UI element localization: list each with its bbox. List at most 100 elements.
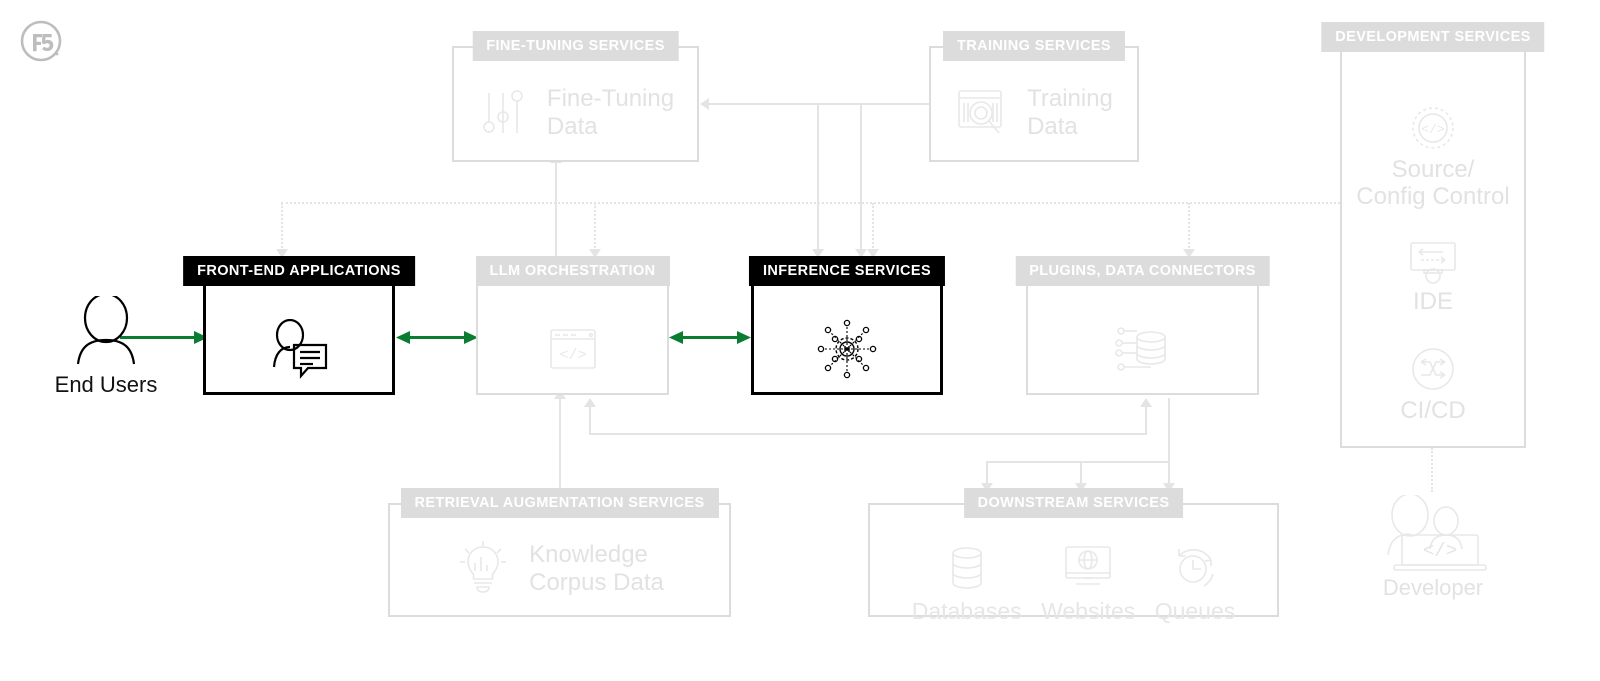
line-downstream-b — [1080, 461, 1082, 485]
llm-body: </> — [476, 302, 669, 395]
retrieval-body: Knowledge Corpus Data — [388, 521, 731, 617]
node-retrieval-augmentation-services[interactable]: RETRIEVAL AUGMENTATION SERVICES Knowledg… — [388, 488, 731, 617]
dotted-drop-inference — [872, 203, 874, 251]
green-arrow-llm-inference — [669, 331, 751, 344]
arrowhead-llm-from-plugins — [584, 398, 596, 407]
user-chat-icon — [272, 318, 328, 379]
line-llm-retrieval — [559, 398, 561, 490]
clock-refresh-icon — [1178, 548, 1214, 587]
retrieval-header: RETRIEVAL AUGMENTATION SERVICES — [400, 488, 719, 518]
fine-tuning-label: Fine-Tuning Data — [546, 85, 675, 140]
arrowhead-plugins-dotted — [1183, 249, 1195, 258]
dotted-drop-plugins — [1188, 203, 1190, 251]
developer-actor: </> Developer — [1338, 495, 1528, 601]
lightbulb-chart-icon — [460, 541, 507, 593]
dotted-drop-frontend — [281, 203, 283, 251]
downstream-item-websites-label: Websites — [1041, 597, 1136, 624]
line-downstream-bus — [986, 461, 1170, 463]
ide-icon — [1410, 242, 1456, 284]
person-icon — [76, 296, 136, 365]
gear-code-icon: </> — [1412, 107, 1454, 149]
node-llm-orchestration[interactable]: LLM ORCHESTRATION </> — [475, 256, 670, 395]
green-arrow-enduser-to-frontend — [120, 331, 208, 344]
arrowhead-plugins-up — [1140, 398, 1152, 407]
training-header: TRAINING SERVICES — [943, 31, 1125, 61]
line-training-down — [860, 103, 862, 251]
dev-item-cicd-label: CI/CD — [1400, 397, 1466, 424]
line-finetuning-branch-down — [817, 103, 819, 251]
dev-item-source-config[interactable]: </> Source/ Config Control — [1356, 102, 1510, 210]
node-development-services[interactable]: DEVELOPMENT SERVICES </> Source/ Config … — [1321, 22, 1545, 448]
node-plugins-data-connectors[interactable]: PLUGINS, DATA CONNECTORS — [1015, 256, 1270, 395]
line-training-stub — [860, 103, 930, 105]
dev-item-ide[interactable]: IDE — [1404, 238, 1462, 315]
database-connector-icon — [1114, 326, 1166, 371]
downstream-item-queues-label: Queues — [1154, 597, 1236, 624]
node-inference-services[interactable]: INFERENCE SERVICES — [748, 256, 946, 395]
llm-header: LLM ORCHESTRATION — [475, 256, 670, 286]
arrowhead-inference-a — [812, 249, 824, 258]
line-downstream-a — [986, 461, 988, 485]
arrowhead-downstream-c — [1163, 483, 1175, 492]
downstream-item-websites[interactable]: Websites — [1041, 544, 1135, 625]
developer-label: Developer — [1382, 575, 1484, 600]
arrowhead-frontend-dotted — [276, 249, 288, 258]
svg-text:</>: </> — [1423, 540, 1457, 562]
training-body: Training Data — [929, 64, 1139, 162]
dev-item-source-config-label: Source/ Config Control — [1356, 156, 1510, 210]
dotted-drop-llm — [594, 203, 596, 251]
f5-logo — [20, 20, 64, 69]
svg-text:</>: </> — [559, 347, 586, 364]
line-plugins-to-llm-left — [589, 406, 591, 434]
end-users-actor: End Users — [26, 296, 186, 398]
dotted-backbone — [281, 202, 1340, 204]
svg-text:</>: </> — [1421, 122, 1445, 137]
arrowhead-llm-dotted — [589, 249, 601, 258]
neural-gear-icon — [817, 319, 877, 378]
dotted-dev-to-developer — [1431, 448, 1433, 492]
arrowhead-downstream-b — [1075, 483, 1087, 492]
line-downstream-c — [1168, 461, 1170, 485]
development-body: </> Source/ Config Control IDE — [1340, 88, 1526, 438]
plugins-body — [1026, 302, 1259, 395]
end-users-label: End Users — [54, 372, 158, 397]
line-llm-to-finetuning — [555, 162, 557, 258]
dev-item-ide-label: IDE — [1412, 288, 1453, 315]
data-search-icon — [958, 90, 1002, 134]
line-plugins-to-llm — [589, 433, 1147, 435]
frontend-header: FRONT-END APPLICATIONS — [183, 256, 415, 286]
frontend-body — [203, 302, 395, 395]
arrowhead-downstream-a — [981, 483, 993, 492]
inference-body — [751, 302, 943, 395]
plugins-header: PLUGINS, DATA CONNECTORS — [1015, 256, 1270, 286]
node-fine-tuning-services[interactable]: FINE-TUNING SERVICES Fine-Tuning Data — [452, 31, 699, 162]
retrieval-label: Knowledge Corpus Data — [529, 541, 664, 596]
downstream-item-databases[interactable]: Databases — [912, 544, 1022, 625]
arrowhead-inference-b — [855, 249, 867, 258]
arrowhead-inference-dotted — [867, 249, 879, 258]
node-downstream-services[interactable]: DOWNSTREAM SERVICES Databases — [868, 488, 1279, 624]
green-arrow-frontend-llm — [396, 331, 478, 344]
training-label: Training Data — [1027, 85, 1113, 140]
line-training-to-finetuning — [709, 103, 929, 105]
downstream-header: DOWNSTREAM SERVICES — [963, 488, 1184, 518]
sliders-icon — [483, 90, 523, 133]
code-window-icon: </> — [549, 328, 596, 369]
line-plugins-trunk — [1168, 398, 1170, 462]
fine-tuning-body: Fine-Tuning Data — [452, 64, 699, 162]
cicd-icon — [1412, 348, 1454, 390]
developer-laptop-icon: </> — [1387, 495, 1487, 571]
downstream-item-databases-label: Databases — [911, 597, 1022, 624]
node-frontend-applications[interactable]: FRONT-END APPLICATIONS — [183, 256, 415, 395]
arrowhead-finetuning-left — [700, 98, 709, 110]
node-training-services[interactable]: TRAINING SERVICES Training Data — [929, 31, 1139, 162]
dev-item-cicd[interactable]: CI/CD — [1400, 343, 1466, 424]
downstream-items: Databases Websites — [868, 545, 1279, 624]
database-icon — [951, 546, 982, 589]
downstream-item-queues[interactable]: Queues — [1154, 544, 1236, 625]
fine-tuning-header: FINE-TUNING SERVICES — [472, 31, 679, 61]
monitor-globe-icon — [1065, 545, 1111, 585]
line-plugins-to-llm-right — [1145, 406, 1147, 434]
development-header: DEVELOPMENT SERVICES — [1321, 22, 1545, 52]
